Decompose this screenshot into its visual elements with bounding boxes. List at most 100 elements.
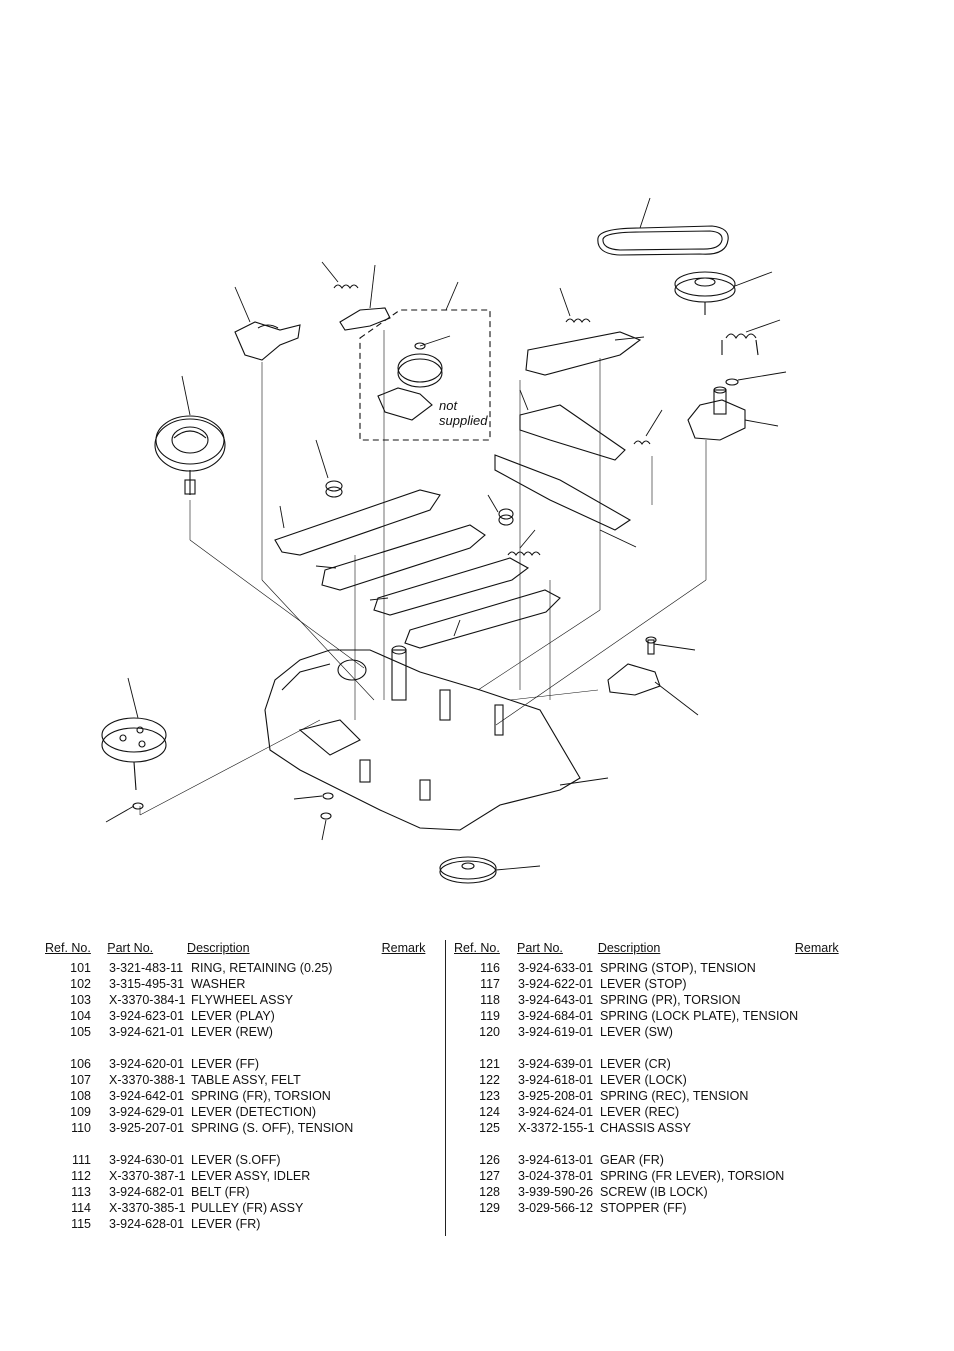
ref-cell: 111 <box>71 1153 91 1167</box>
pulley-part <box>674 271 736 315</box>
spring-top-part <box>333 284 359 289</box>
ref-cell: 129 <box>479 1201 500 1215</box>
ref-cell: 105 <box>70 1025 91 1039</box>
reel-lower-left-part <box>101 717 167 810</box>
washer-lower-part <box>320 792 334 820</box>
part-no-cell: 3-924-618-01 <box>518 1073 594 1087</box>
part-no-cell: 3-321-483-11 <box>109 961 184 975</box>
description-cell: LEVER (PLAY) <box>191 1009 275 1023</box>
ref-cell: 124 <box>479 1105 500 1119</box>
ref-cell: 101 <box>70 961 91 975</box>
ref-cell: 106 <box>70 1057 91 1071</box>
header-ref: Ref. No. <box>45 941 91 955</box>
table-divider <box>445 940 446 1236</box>
lever-top-part <box>339 307 391 331</box>
part-no-cell: X-3370-385-1 <box>109 1201 186 1215</box>
ref-cell: 102 <box>70 977 91 991</box>
table-header: Ref. No. Part No. Description Remark <box>454 940 854 960</box>
ref-cell: 117 <box>480 977 500 991</box>
gear-bottom-part <box>439 856 497 884</box>
chassis-part <box>264 645 581 831</box>
part-no-cell: 3-924-620-01 <box>109 1057 185 1071</box>
table-row: 119 3-924-684-01 SPRING (LOCK PLATE), TENS… <box>454 1008 854 1024</box>
ref-cell: 128 <box>479 1185 500 1199</box>
description-cell: SPRING (REC), TENSION <box>600 1089 749 1103</box>
group-spacer <box>45 1040 440 1056</box>
description-cell: LEVER (DETECTION) <box>191 1105 317 1119</box>
description-cell: LEVER (FR) <box>191 1217 261 1231</box>
leader-lines <box>105 197 787 871</box>
description-cell: FLYWHEEL ASSY <box>191 993 294 1007</box>
part-no-cell: 3-924-629-01 <box>109 1105 185 1119</box>
ref-cell: 120 <box>479 1025 500 1039</box>
part-no-cell: 3-924-619-01 <box>518 1025 594 1039</box>
ref-cell: 126 <box>479 1153 500 1167</box>
part-no-cell: X-3372-155-1 <box>518 1121 595 1135</box>
parts-table-right: Ref. No. Part No. Description Remark 116… <box>454 940 854 1216</box>
ref-cell: 118 <box>480 993 500 1007</box>
description-cell: WASHER <box>191 977 246 991</box>
part-no-cell: 3-924-642-01 <box>109 1089 185 1103</box>
table-row: 122 3-924-618-01 LEVER (LOCK) <box>454 1072 854 1088</box>
description-cell: CHASSIS ASSY <box>600 1121 692 1135</box>
ref-cell: 107 <box>70 1073 91 1087</box>
gear-assy-right-part <box>687 386 746 441</box>
part-no-cell: 3-029-566-12 <box>518 1201 594 1215</box>
header-description: Description <box>597 941 661 955</box>
description-cell: LEVER (LOCK) <box>600 1073 687 1087</box>
ref-cell: 110 <box>71 1121 91 1135</box>
description-cell: SPRING (PR), TORSION <box>600 993 741 1007</box>
ref-cell: 113 <box>71 1185 91 1199</box>
header-part: Part No. <box>107 941 154 955</box>
ref-cell: 119 <box>480 1009 500 1023</box>
ref-cell: 122 <box>479 1073 500 1087</box>
not-supplied-label-1: not <box>439 398 458 413</box>
description-cell: PULLEY (FR) ASSY <box>191 1201 304 1215</box>
description-cell: SPRING (STOP), TENSION <box>600 961 756 975</box>
group-spacer <box>454 1040 854 1056</box>
table-row: 114 X-3370-385-1 PULLEY (FR) ASSY <box>45 1200 440 1216</box>
part-no-cell: 3-924-623-01 <box>109 1009 185 1023</box>
ref-cell: 125 <box>479 1121 500 1135</box>
ref-cell: 116 <box>480 961 500 975</box>
parts-table-left: Ref. No. Part No. Description Remark 101… <box>45 940 440 1232</box>
part-no-cell: 3-924-684-01 <box>518 1009 594 1023</box>
table-row: 129 3-029-566-12 STOPPER (FF) <box>454 1200 854 1216</box>
ref-cell: 121 <box>479 1057 500 1071</box>
description-cell: LEVER (S.OFF) <box>191 1153 281 1167</box>
table-row: 103 X-3370-384-1 FLYWHEEL ASSY <box>45 992 440 1008</box>
table-row: 102 3-315-495-31 WASHER <box>45 976 440 992</box>
part-no-cell: 3-924-633-01 <box>518 961 594 975</box>
table-row: 125 X-3372-155-1 CHASSIS ASSY <box>454 1120 854 1136</box>
description-cell: STOPPER (FF) <box>600 1201 687 1215</box>
ref-cell: 103 <box>70 993 91 1007</box>
part-no-cell: 3-924-639-01 <box>518 1057 594 1071</box>
description-cell: SPRING (FR), TORSION <box>191 1089 331 1103</box>
ref-cell: 114 <box>71 1201 91 1215</box>
part-no-cell: 3-315-495-31 <box>109 977 185 991</box>
description-cell: LEVER (REC) <box>600 1105 680 1119</box>
ref-cell: 123 <box>479 1089 500 1103</box>
table-row: 116 3-924-633-01 SPRING (STOP), TENSION <box>454 960 854 976</box>
description-cell: SCREW (IB LOCK) <box>600 1185 708 1199</box>
part-no-cell: X-3370-384-1 <box>109 993 186 1007</box>
description-cell: SPRING (LOCK PLATE), TENSION <box>600 1009 799 1023</box>
part-no-cell: X-3370-388-1 <box>109 1073 186 1087</box>
description-cell: GEAR (FR) <box>600 1153 664 1167</box>
spring-right-center-part <box>498 318 651 556</box>
